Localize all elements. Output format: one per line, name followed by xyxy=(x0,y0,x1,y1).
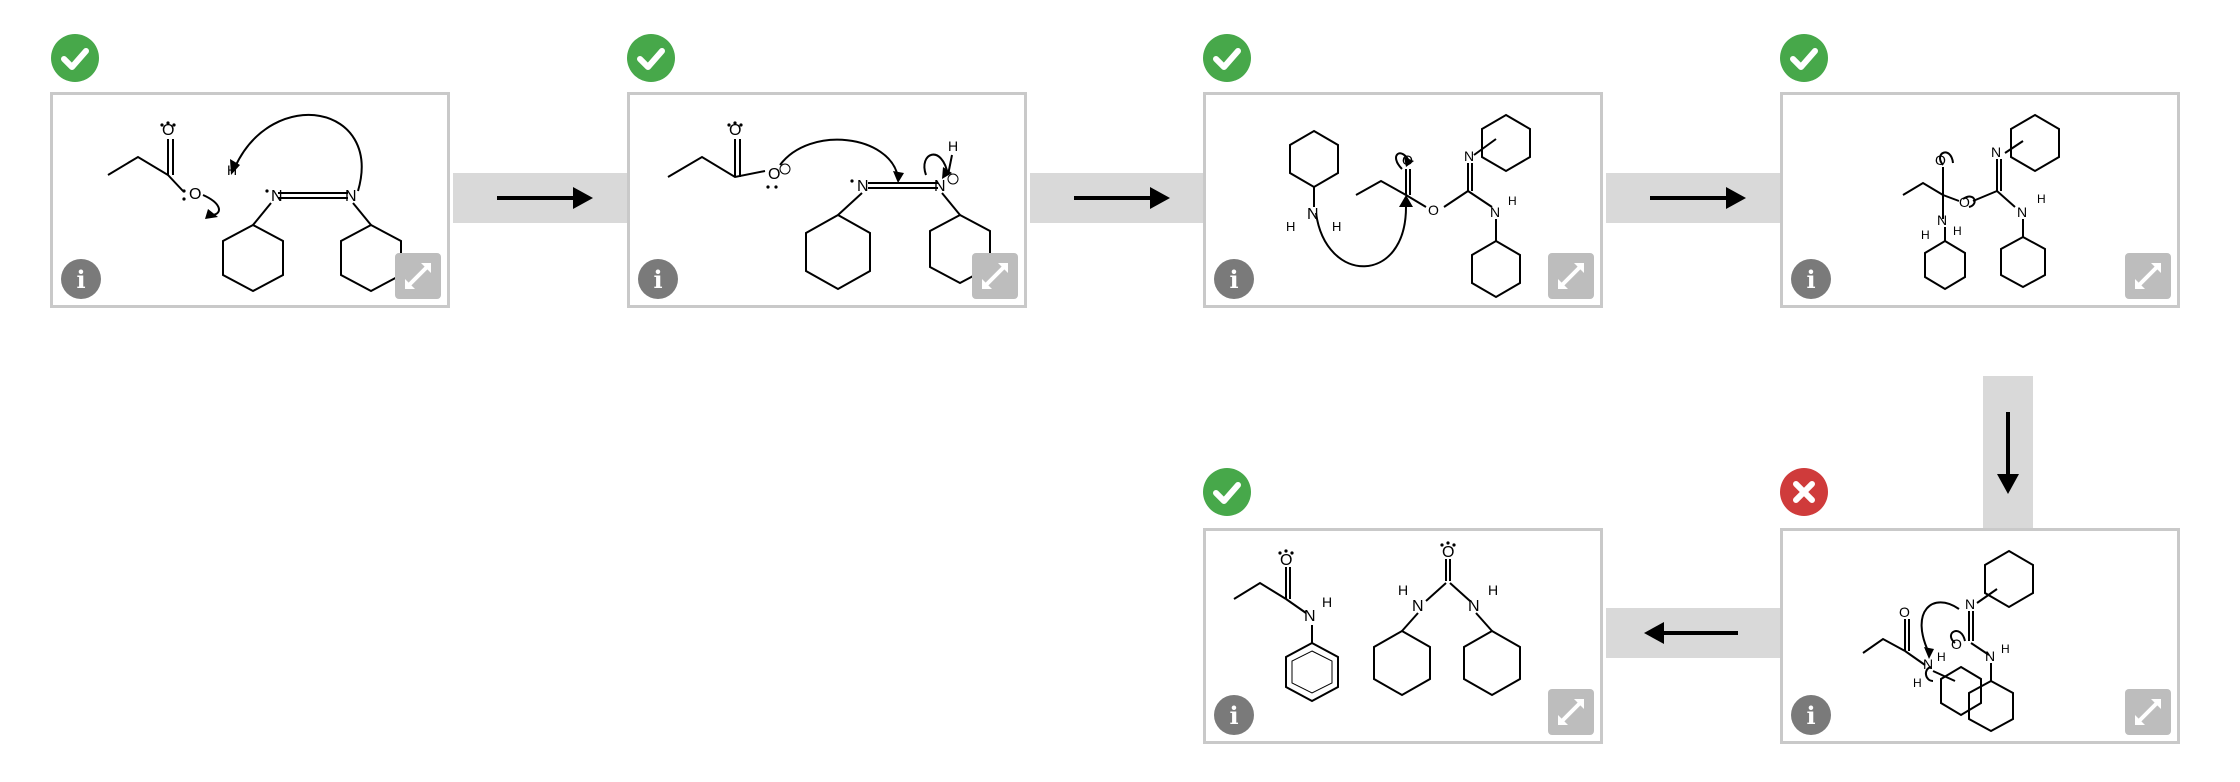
arrow-right-icon xyxy=(497,187,593,209)
atom-label: H xyxy=(1286,219,1295,234)
atom-label: H xyxy=(1508,194,1517,208)
info-button[interactable]: i xyxy=(1791,259,1831,299)
atom-label: H xyxy=(1913,676,1922,690)
atom-label: H xyxy=(1953,224,1962,238)
atom-label: O xyxy=(768,166,780,183)
expand-icon xyxy=(2135,263,2161,289)
step-6-card[interactable]: O N H O N H N H i xyxy=(1203,528,1603,744)
atom-label: H xyxy=(227,162,237,178)
expand-button[interactable] xyxy=(1548,253,1594,299)
step-2-card[interactable]: O O N N H i xyxy=(627,92,1027,308)
atom-label: N xyxy=(1468,598,1480,615)
atom-label: O xyxy=(162,122,174,139)
info-button[interactable]: i xyxy=(1214,695,1254,735)
atom-label: N xyxy=(857,178,869,195)
atom-label: N xyxy=(345,188,357,205)
arrow-down-icon xyxy=(1997,412,2019,494)
atom-label: H xyxy=(1488,582,1498,598)
check-icon xyxy=(51,34,99,82)
atom-label: O xyxy=(1428,202,1439,218)
expand-icon xyxy=(405,263,431,289)
step-3-card[interactable]: N H H O O N N H i xyxy=(1203,92,1603,308)
check-icon xyxy=(1203,468,1251,516)
expand-icon xyxy=(982,263,1008,289)
info-button[interactable]: i xyxy=(638,259,678,299)
step-3-status-badge xyxy=(1203,34,1251,82)
expand-button[interactable] xyxy=(2125,253,2171,299)
info-button[interactable]: i xyxy=(1214,259,1254,299)
atom-label: N xyxy=(1965,596,1975,612)
atom-label: H xyxy=(1921,228,1930,242)
connector-4-5 xyxy=(1983,376,2033,528)
atom-label: O xyxy=(1280,552,1292,569)
atom-label: H xyxy=(1322,594,1332,610)
atom-label: O xyxy=(1935,152,1946,168)
step-2-structure: O O N N H xyxy=(667,121,991,291)
atom-label: O xyxy=(729,122,741,139)
atom-label: N xyxy=(2017,204,2027,220)
check-icon xyxy=(1780,34,1828,82)
expand-button[interactable] xyxy=(972,253,1018,299)
check-icon xyxy=(1203,34,1251,82)
step-4-structure: O O N H H N N H xyxy=(1902,113,2060,291)
expand-icon xyxy=(1558,263,1584,289)
check-icon xyxy=(627,34,675,82)
atom-label: H xyxy=(2037,192,2046,206)
expand-button[interactable] xyxy=(1548,689,1594,735)
step-1-status-badge xyxy=(51,34,99,82)
step-5-status-badge xyxy=(1780,468,1828,516)
cross-icon xyxy=(1780,468,1828,516)
atom-label: N xyxy=(1307,206,1319,223)
atom-label: O xyxy=(1442,544,1454,561)
expand-button[interactable] xyxy=(2125,689,2171,735)
connector-5-6 xyxy=(1606,608,1782,658)
expand-icon xyxy=(1558,699,1584,725)
info-button[interactable]: i xyxy=(1791,695,1831,735)
connector-1-2 xyxy=(453,173,629,223)
arrow-left-icon xyxy=(1644,622,1738,644)
step-1-card[interactable]: O O H N N i xyxy=(50,92,450,308)
step-1-structure: O O H N N xyxy=(107,113,402,293)
connector-2-3 xyxy=(1030,173,1206,223)
atom-label: N xyxy=(1490,204,1500,220)
atom-label: H xyxy=(1398,582,1408,598)
atom-label: N xyxy=(1991,144,2001,160)
atom-label: O xyxy=(1899,604,1910,620)
atom-label: N xyxy=(1304,608,1316,625)
step-6-status-badge xyxy=(1203,468,1251,516)
atom-label: N xyxy=(1937,212,1947,228)
step-2-status-badge xyxy=(627,34,675,82)
step-4-card[interactable]: O O N H H N N H i xyxy=(1780,92,2180,308)
info-button[interactable]: i xyxy=(61,259,101,299)
arrow-right-icon xyxy=(1650,187,1746,209)
step-3-structure: N H H O O N N H xyxy=(1286,113,1531,299)
atom-label: O xyxy=(1402,152,1413,168)
atom-label: H xyxy=(948,138,958,154)
step-6-structure: O N H O N H N H xyxy=(1233,541,1521,703)
atom-label: N xyxy=(1923,656,1933,672)
connector-3-4 xyxy=(1606,173,1782,223)
atom-label: H xyxy=(1937,650,1946,664)
atom-label: N xyxy=(1464,148,1474,164)
expand-button[interactable] xyxy=(395,253,441,299)
atom-label: O xyxy=(1959,194,1970,210)
atom-label: H xyxy=(1332,219,1341,234)
atom-label: N xyxy=(1985,648,1995,664)
atom-label: N xyxy=(1412,598,1424,615)
atom-label: N xyxy=(271,188,283,205)
step-5-card[interactable]: O N H H N O N H i xyxy=(1780,528,2180,744)
atom-label: O xyxy=(189,186,201,203)
arrow-right-icon xyxy=(1074,187,1170,209)
step-5-structure: O N H H N O N H xyxy=(1862,549,2034,733)
atom-label: O xyxy=(1951,636,1962,652)
atom-label: H xyxy=(2001,642,2010,656)
expand-icon xyxy=(2135,699,2161,725)
atom-label: N xyxy=(934,178,946,195)
step-4-status-badge xyxy=(1780,34,1828,82)
